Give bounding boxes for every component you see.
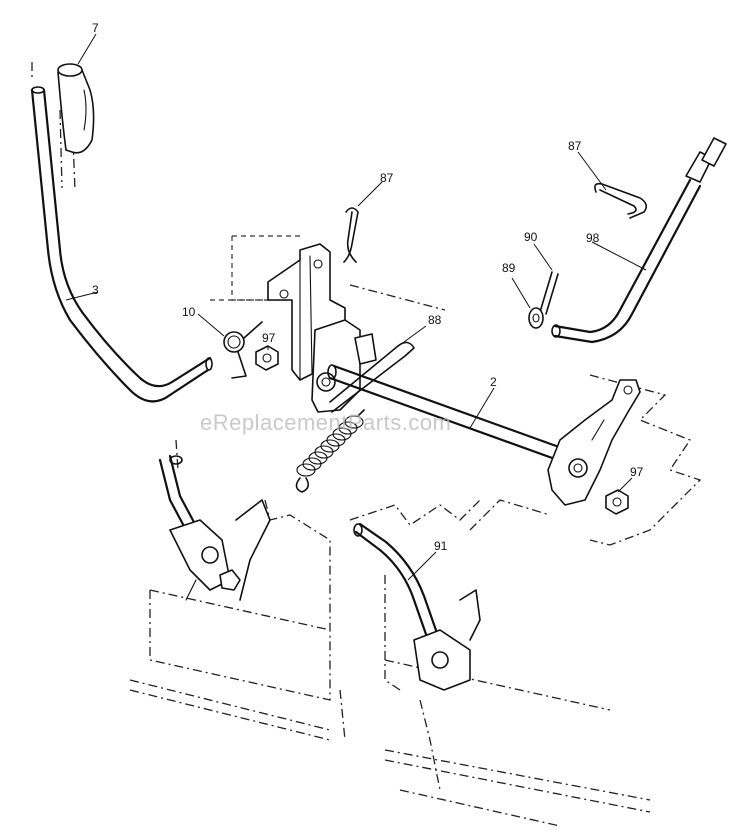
callout-88: 88 <box>428 313 442 327</box>
callout-87-right: 87 <box>568 139 582 153</box>
callout-87-top: 87 <box>380 171 394 185</box>
part-97-bolt-right <box>605 489 629 515</box>
mounting-bracket <box>267 243 377 413</box>
part-90-cotter-pin <box>539 271 559 315</box>
part-88-spring-rod <box>329 341 415 413</box>
callout-91: 91 <box>434 539 448 553</box>
callout-7: 7 <box>92 21 99 35</box>
left-lift-arm <box>158 454 271 601</box>
part-3-lever-rod <box>30 86 213 403</box>
callout-10: 10 <box>182 305 196 319</box>
callout-90: 90 <box>524 230 538 244</box>
part-98-cable-rod <box>551 137 727 344</box>
callout-leaders <box>65 33 647 581</box>
watermark-text: eReplacementParts.com <box>200 410 451 435</box>
callout-labels: 7 3 10 97 87 88 87 90 98 89 2 97 91 <box>92 21 644 553</box>
part-91-lift-arm <box>353 522 481 691</box>
callout-2: 2 <box>490 375 497 389</box>
callout-97-left: 97 <box>262 331 276 345</box>
part-89-washer <box>528 307 544 329</box>
right-shaft-bracket <box>547 379 641 506</box>
callout-97-right: 97 <box>630 465 644 479</box>
part-87-hairpin-clip <box>343 207 359 263</box>
callout-98: 98 <box>586 231 600 245</box>
part-97-bolt-left <box>255 345 279 371</box>
phantom-frame-lines <box>31 62 702 827</box>
part-10-torsion-spring <box>223 321 263 379</box>
extension-spring <box>295 409 365 493</box>
callout-89: 89 <box>502 261 516 275</box>
part-87-hairpin-clip-right <box>594 182 648 219</box>
part-2-cross-shaft <box>327 364 586 470</box>
part-7-grip <box>57 63 95 154</box>
callout-3: 3 <box>92 283 99 297</box>
